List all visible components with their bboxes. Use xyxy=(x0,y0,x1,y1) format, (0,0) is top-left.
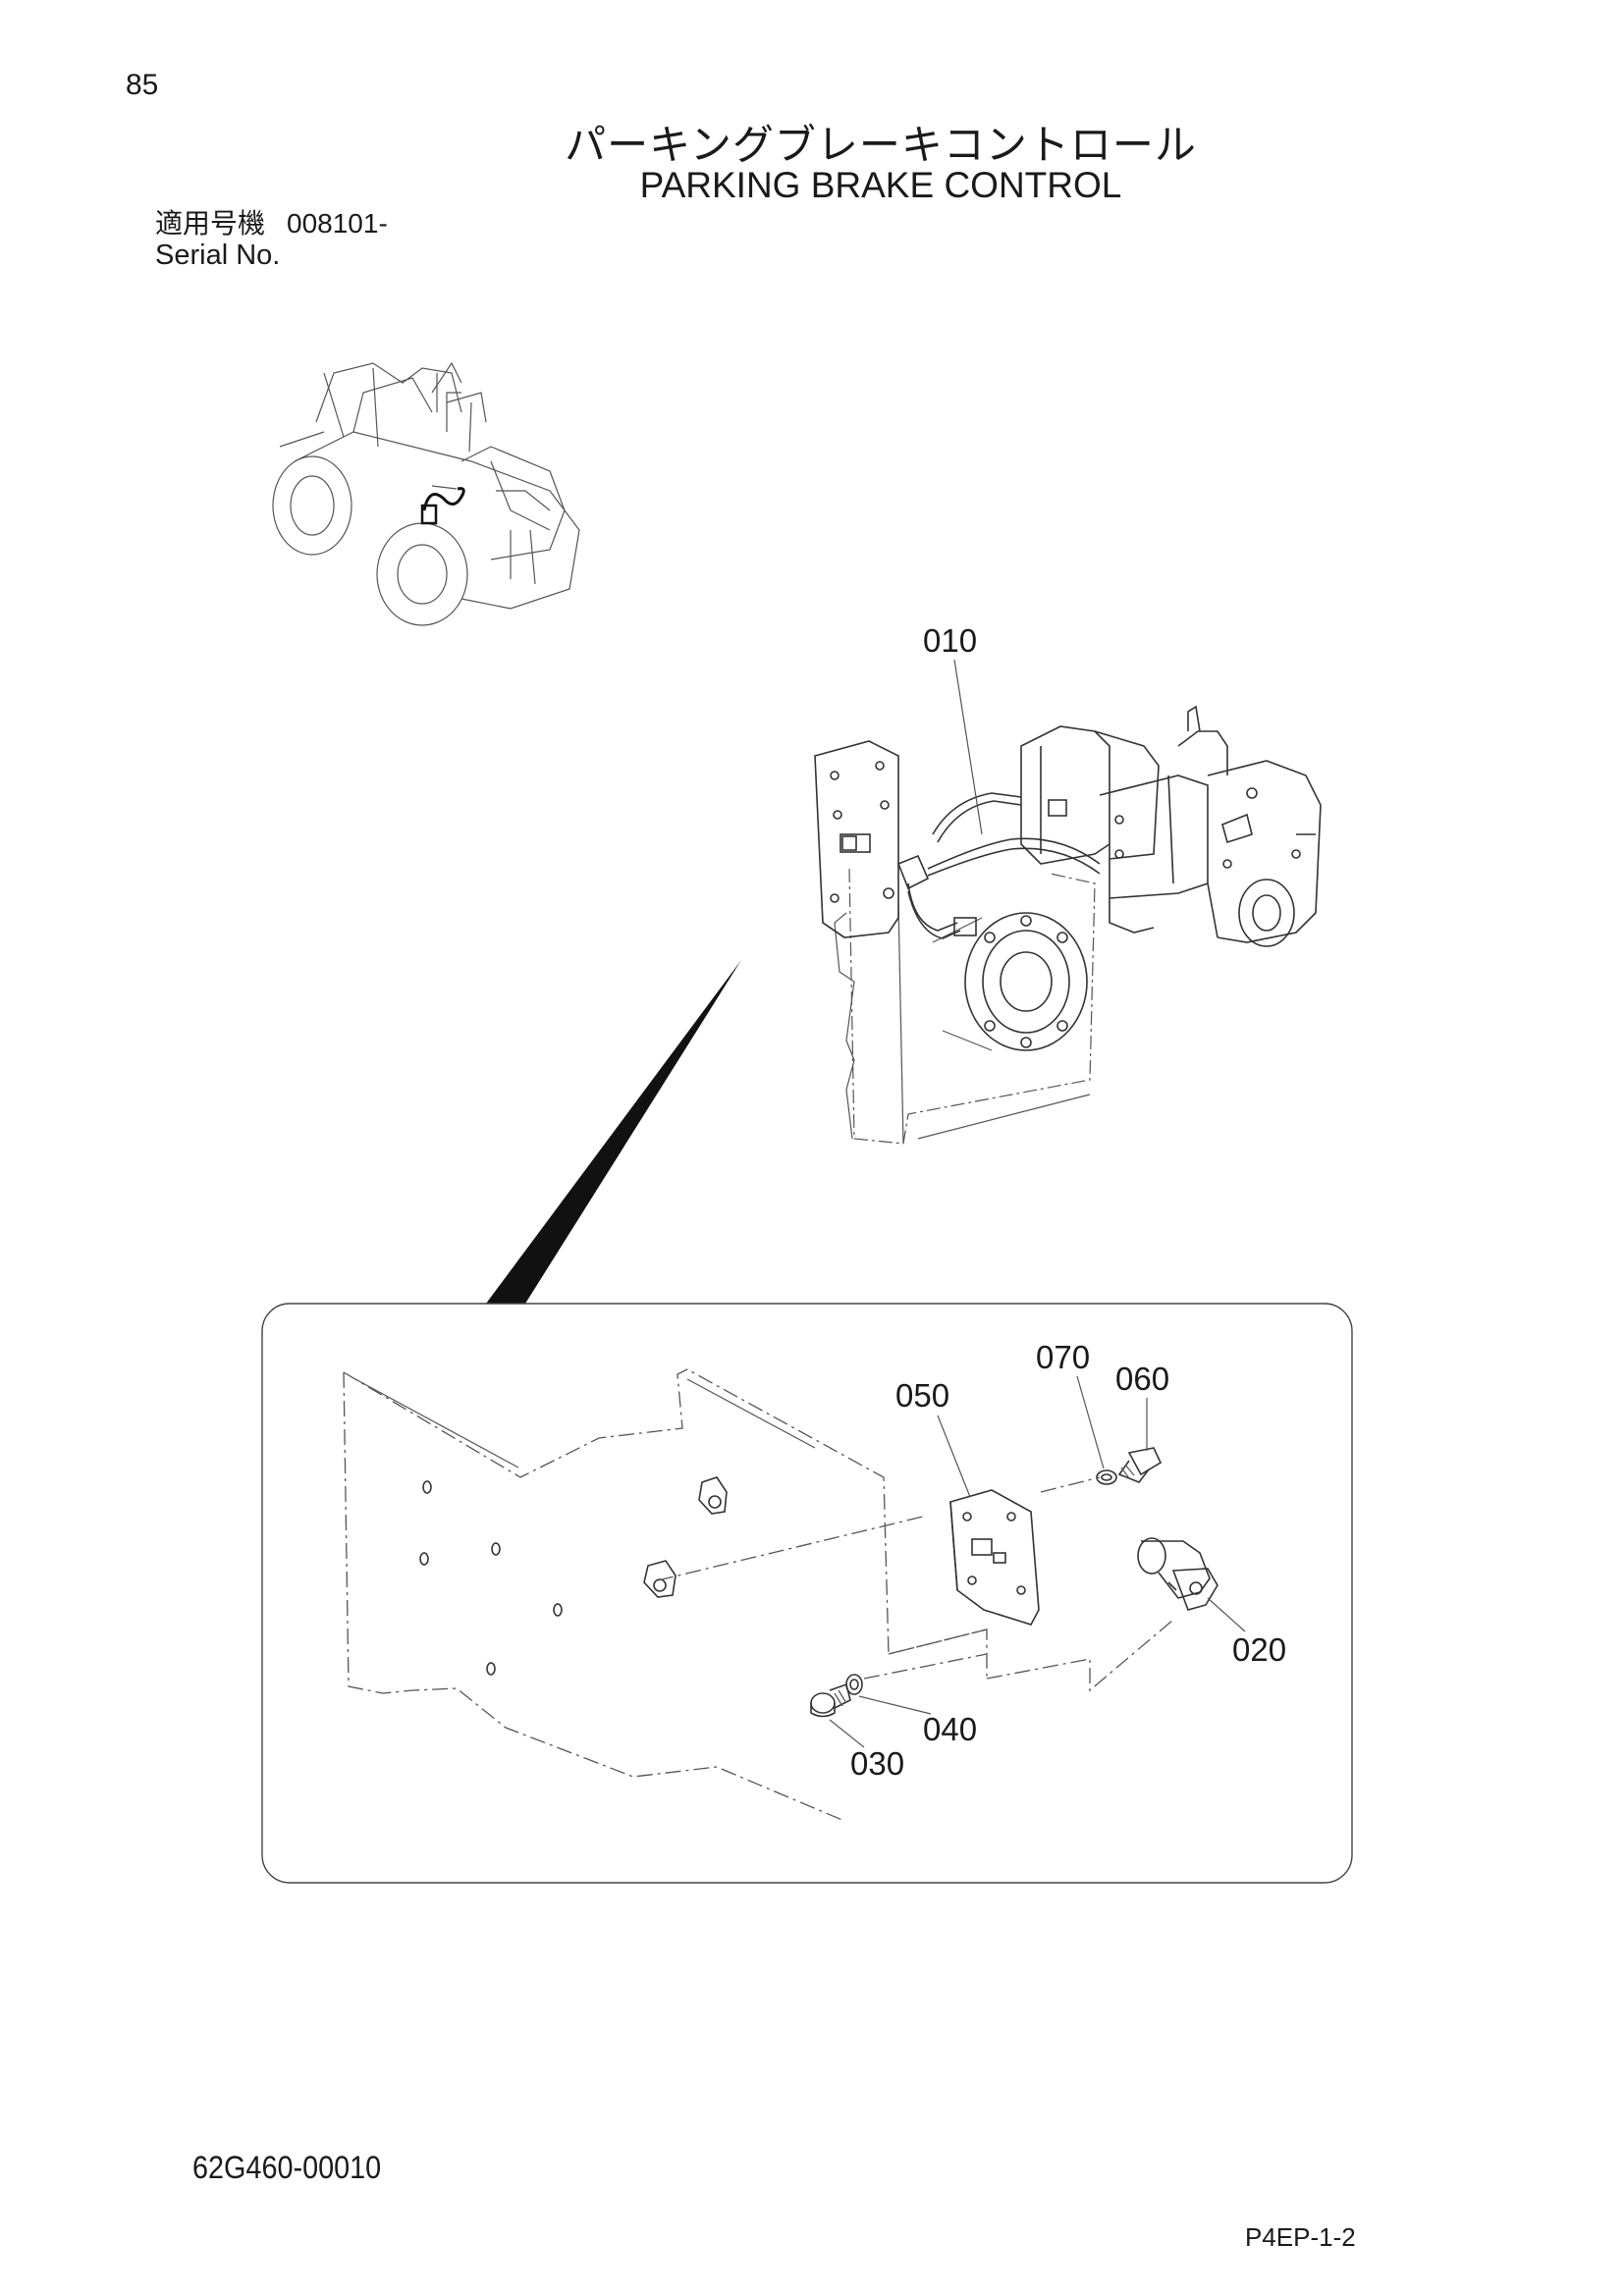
serial-label-english: Serial No. xyxy=(155,240,281,271)
drawing-code: 62G460-00010 xyxy=(192,2150,382,2185)
leader-line-010 xyxy=(953,659,983,835)
assembly-line-plate xyxy=(888,1629,988,1655)
assembly-line-bolt-030 xyxy=(863,1653,988,1680)
callout-070: 070 xyxy=(1036,1339,1090,1375)
bracket-plate-050 xyxy=(949,1489,1040,1626)
sheet-code: P4EP-1-2 xyxy=(1245,2222,1356,2252)
leader-line-020 xyxy=(1207,1597,1246,1632)
callout-020: 020 xyxy=(1232,1631,1286,1668)
bolt-060-and-washer-070 xyxy=(1096,1447,1163,1485)
assembly-line-switch xyxy=(986,1619,1174,1692)
transmission-assembly-illustration xyxy=(814,705,1322,1145)
assembly-line-clip xyxy=(657,1516,924,1581)
page-number: 85 xyxy=(126,69,159,101)
solenoid-switch-020 xyxy=(1137,1537,1218,1611)
callout-040: 040 xyxy=(923,1711,977,1747)
vehicle-locator-illustration xyxy=(272,361,580,626)
callout-030: 030 xyxy=(850,1745,904,1782)
callout-060: 060 xyxy=(1115,1361,1169,1397)
parking-brake-location-highlight xyxy=(420,487,465,525)
assembly-line-bolt-060 xyxy=(1040,1476,1101,1493)
page-title-japanese: パーキングブレーキコントロール xyxy=(565,121,1197,169)
wire-clip-parts xyxy=(643,1476,728,1598)
leader-line-070 xyxy=(1076,1375,1105,1469)
serial-label-japanese: 適用号機 xyxy=(155,207,266,240)
callout-010: 010 xyxy=(923,622,977,659)
leader-line-040 xyxy=(858,1695,932,1715)
serial-number-value: 008101- xyxy=(287,208,388,239)
bolt-030-and-washer-040 xyxy=(810,1674,863,1718)
detail-pointer-wedge xyxy=(486,960,741,1304)
serial-number-row: 適用号機 008101- xyxy=(155,202,388,241)
leader-line-030 xyxy=(829,1719,865,1748)
leader-line-050 xyxy=(937,1415,971,1498)
callout-050: 050 xyxy=(895,1377,949,1414)
page-title-english: PARKING BRAKE CONTROL xyxy=(639,165,1122,205)
detail-view-frame xyxy=(261,1303,1353,1884)
